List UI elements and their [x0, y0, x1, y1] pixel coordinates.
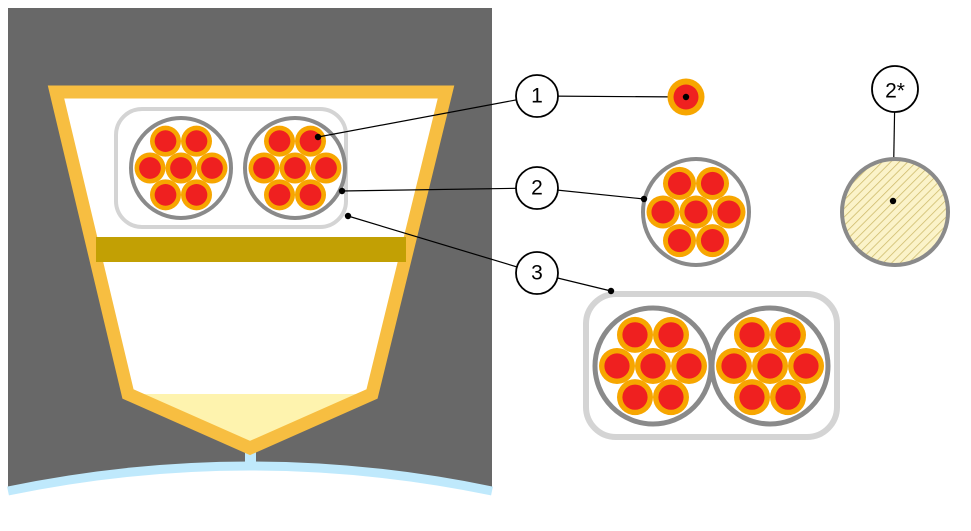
callout-2-star-label: 2* [885, 80, 905, 103]
callout-2: 2 [515, 166, 559, 210]
funnel-outlet-stream [245, 442, 256, 468]
callout-dot [338, 187, 346, 195]
separator-bar [96, 237, 406, 262]
callout-line-1-to-funnel [317, 95, 538, 138]
callout-2-label: 2 [531, 177, 543, 200]
callout-dot [344, 212, 352, 220]
callout-2-star: 2* [871, 65, 919, 113]
callout-2-star-circle [871, 65, 919, 113]
callout-line-3-to-funnel [347, 215, 538, 274]
callout-dot [640, 195, 648, 203]
seven-strand-bundle-icon [641, 157, 751, 267]
funnel-tip-melt [128, 394, 372, 448]
cable-in-funnel [114, 107, 348, 229]
callout-2-circle [515, 166, 559, 210]
callout-3-label: 3 [531, 262, 543, 285]
callout-line-2-to-funnel [341, 187, 538, 192]
funnel-wall [47, 85, 455, 456]
callout-dot [682, 93, 690, 101]
callout-dot [889, 197, 897, 205]
twin-bundle-cable-icon [583, 291, 840, 440]
hatched-solid-core-icon [840, 157, 950, 267]
cross-section-panel [7, 8, 493, 503]
callout-dots [314, 93, 897, 295]
callout-line-1-to-strand-icon [536, 95, 687, 98]
callout-1-label: 1 [531, 85, 543, 108]
callout-1-circle [515, 74, 559, 118]
callout-dot [607, 287, 615, 295]
callout-3-circle [515, 251, 559, 295]
callout-3: 3 [515, 251, 559, 295]
callout-1: 1 [515, 74, 559, 118]
callout-dot [314, 133, 322, 141]
